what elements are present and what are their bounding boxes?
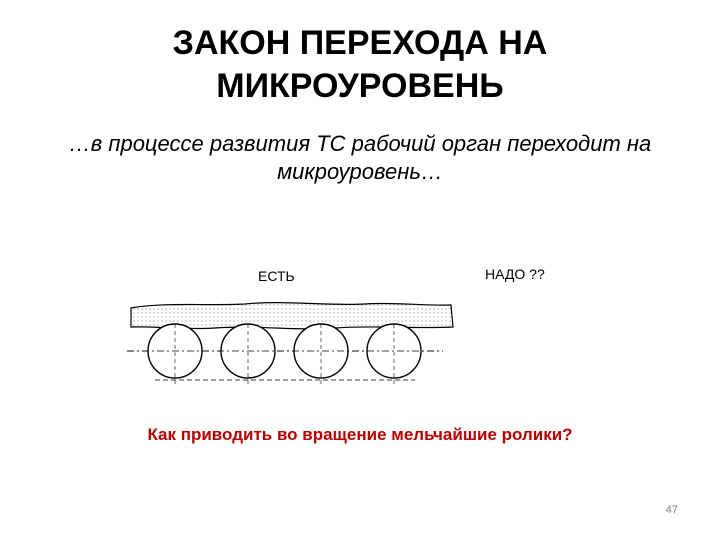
slide-title: ЗАКОН ПЕРЕХОДА НА МИКРОУРОВЕНЬ <box>60 22 660 108</box>
title-line-1: ЗАКОН ПЕРЕХОДА НА <box>172 24 548 62</box>
question-text: Как приводить во вращение мельчайшие рол… <box>147 425 573 444</box>
slide-subtitle: …в процессе развития ТС рабочий орган пе… <box>30 130 690 186</box>
roller-conveyor-diagram <box>127 301 454 384</box>
title-line-2: МИКРОУРОВЕНЬ <box>216 67 504 105</box>
diagram-label-est: ЕСТЬ <box>258 268 295 284</box>
conveyed-plate <box>130 301 454 330</box>
diagram-label-nado: НАДО ?? <box>485 266 545 282</box>
page-number: 47 <box>665 504 678 516</box>
subtitle-line-1: …в процессе развития ТС рабочий орган пе… <box>68 131 652 156</box>
subtitle-line-2: микроуровень… <box>277 159 443 184</box>
